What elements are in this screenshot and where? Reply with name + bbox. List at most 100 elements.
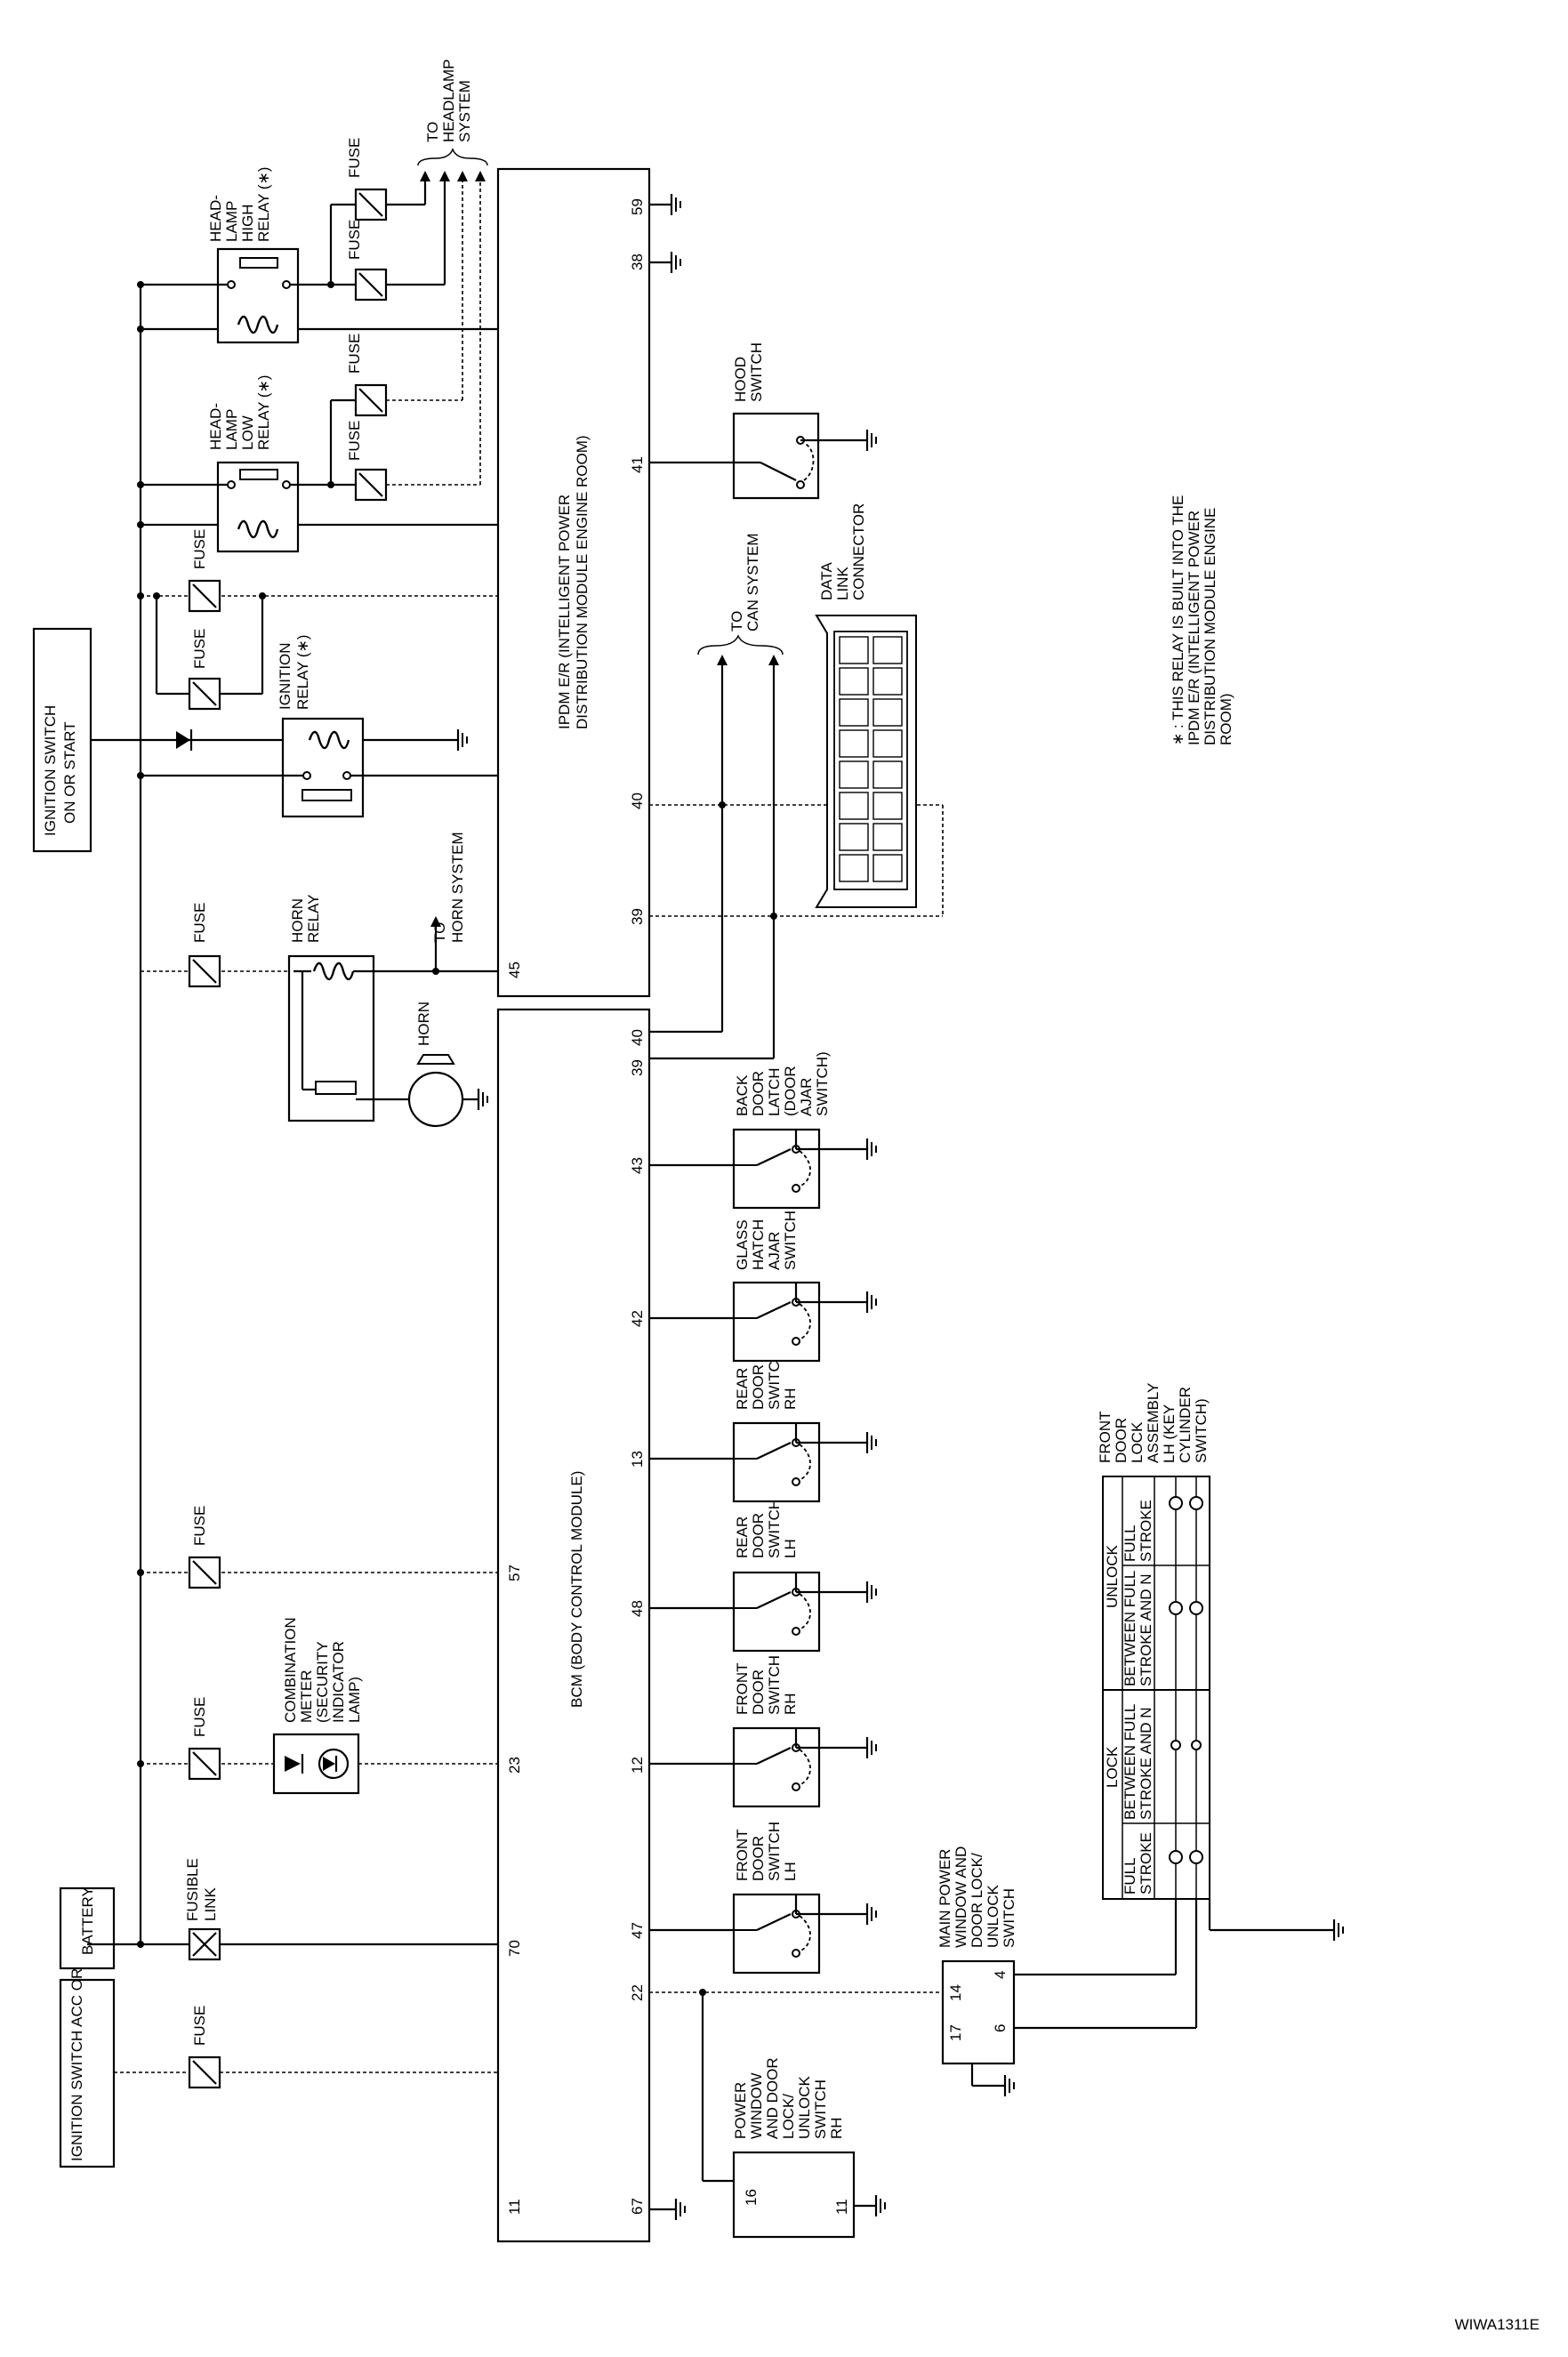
svg-text:LOCK/: LOCK/ xyxy=(780,2094,797,2139)
svg-text:SWITCH: SWITCH xyxy=(766,1350,783,1410)
svg-text:AJAR: AJAR xyxy=(798,1078,815,1116)
svg-text:SWITCH: SWITCH xyxy=(766,1822,783,1881)
svg-text:(SECURITY: (SECURITY xyxy=(314,1641,331,1723)
svg-text:WINDOW AND: WINDOW AND xyxy=(953,1846,969,1948)
svg-text:TO: TO xyxy=(431,922,448,943)
svg-text:BETWEEN FULL: BETWEEN FULL xyxy=(1122,1571,1138,1686)
fuse-pair: FUSE FUSE xyxy=(137,529,511,711)
rear-door-switch-rh: REAR DOOR SWITCH RH xyxy=(649,1350,878,1503)
svg-text:RELAY (∗): RELAY (∗) xyxy=(294,635,311,710)
svg-text:FUSE: FUSE xyxy=(346,220,363,260)
svg-text:22: 22 xyxy=(629,1984,646,2001)
svg-text:LINK: LINK xyxy=(834,567,851,600)
svg-text:REAR: REAR xyxy=(734,1368,751,1410)
ign-on-start-label-1: IGNITION SWITCH xyxy=(42,705,59,836)
svg-text:GLASS: GLASS xyxy=(734,1219,751,1270)
svg-text:DISTRIBUTION MODULE ENGINE: DISTRIBUTION MODULE ENGINE xyxy=(1202,508,1218,745)
dlc-pin-cell xyxy=(872,792,903,820)
svg-text:39: 39 xyxy=(629,908,646,925)
to-horn-system: TO HORN SYSTEM xyxy=(430,832,466,975)
svg-text:SWITCH): SWITCH) xyxy=(814,1051,831,1116)
fuse-combination-meter: FUSE xyxy=(137,1697,511,1781)
dlc-pin-cell xyxy=(839,667,869,696)
svg-text:TO: TO xyxy=(424,122,441,142)
svg-text:FUSE: FUSE xyxy=(346,421,363,461)
svg-text:RELAY: RELAY xyxy=(305,895,322,944)
svg-text:CYLINDER: CYLINDER xyxy=(1177,1387,1194,1463)
svg-text:LAMP: LAMP xyxy=(223,201,240,242)
svg-text:43: 43 xyxy=(629,1157,646,1174)
front-door-switch-lh: FRONT DOOR SWITCH LH xyxy=(649,1822,878,1975)
battery-label: BATTERY xyxy=(79,1886,96,1955)
front-door-lock-assembly-label: FRONT DOOR LOCK ASSEMBLY LH (KEY CYLINDE… xyxy=(1097,1383,1210,1463)
ipdm-er: IPDM E/R (INTELLIGENT POWER DISTRIBUTION… xyxy=(496,167,651,998)
svg-text:HOOD: HOOD xyxy=(732,357,749,402)
svg-text:DOOR: DOOR xyxy=(750,1669,767,1715)
svg-text:RH: RH xyxy=(782,1693,799,1715)
dlc-pin-cell xyxy=(839,636,869,664)
front-door-switch-rh: FRONT DOOR SWITCH RH xyxy=(649,1655,878,1808)
svg-text:HORN: HORN xyxy=(289,898,306,943)
ipdm-name-1: IPDM E/R (INTELLIGENT POWER xyxy=(556,495,573,729)
svg-text:CAN SYSTEM: CAN SYSTEM xyxy=(744,533,761,631)
headlamp-low-fuses: FUSE FUSE xyxy=(331,334,480,502)
svg-text:DOOR: DOOR xyxy=(750,1836,767,1881)
headlamp-high-relay: HEAD- LAMP HIGH RELAY (∗) xyxy=(137,167,334,344)
svg-text:42: 42 xyxy=(629,1310,646,1327)
power-window-switch-rh: 16 11 POWER WINDOW AND DOOR LOCK/ UNLOCK… xyxy=(732,2057,887,2239)
svg-text:11: 11 xyxy=(833,2199,850,2215)
svg-text:48: 48 xyxy=(629,1600,646,1617)
dlc-pins xyxy=(839,636,903,882)
svg-text:ROOM): ROOM) xyxy=(1218,693,1234,745)
svg-text:STROKE: STROKE xyxy=(1138,1832,1154,1894)
svg-text:DOOR: DOOR xyxy=(750,1364,767,1410)
ign-on-start-label-2: ON OR START xyxy=(61,721,78,824)
svg-text:SWITCH: SWITCH xyxy=(1001,1888,1017,1948)
svg-text:COMBINATION: COMBINATION xyxy=(282,1617,299,1723)
pin22-line xyxy=(649,1989,943,2183)
svg-text:SWITCH: SWITCH xyxy=(782,1211,799,1270)
svg-text:STROKE AND N: STROKE AND N xyxy=(1138,1707,1154,1820)
svg-text:39: 39 xyxy=(629,1059,646,1076)
glass-hatch-ajar-switch: GLASS HATCH AJAR SWITCH xyxy=(649,1211,878,1363)
svg-text:FRONT: FRONT xyxy=(734,1662,751,1715)
svg-text:SYSTEM: SYSTEM xyxy=(456,80,473,142)
svg-text:FUSE: FUSE xyxy=(191,903,208,943)
dlc-pin-cell xyxy=(872,729,903,758)
svg-text:DOOR: DOOR xyxy=(750,1071,767,1116)
svg-text:REAR: REAR xyxy=(734,1516,751,1558)
svg-text:INDICATOR: INDICATOR xyxy=(330,1641,347,1723)
svg-text:40: 40 xyxy=(629,792,646,809)
svg-text:LOCK: LOCK xyxy=(1104,1746,1121,1788)
can-bus: TO CAN SYSTEM xyxy=(649,533,944,1060)
svg-text:4: 4 xyxy=(992,1971,1009,1979)
fusible-link: FUSIBLE LINK xyxy=(141,1858,511,1961)
dlc-pin-cell xyxy=(839,823,869,851)
svg-text:40: 40 xyxy=(629,1029,646,1046)
svg-text:WINDOW: WINDOW xyxy=(748,2072,765,2139)
svg-text:FUSE: FUSE xyxy=(346,138,363,178)
svg-text:HEAD-: HEAD- xyxy=(207,403,224,450)
svg-text:SWITCH: SWITCH xyxy=(766,1499,783,1558)
combination-meter: COMBINATION METER (SECURITY INDICATOR LA… xyxy=(272,1617,363,1795)
svg-text:57: 57 xyxy=(506,1565,523,1581)
data-link-connector: DATA LINK CONNECTOR xyxy=(815,503,917,908)
svg-text:METER: METER xyxy=(298,1670,315,1724)
svg-text:UNLOCK: UNLOCK xyxy=(1104,1544,1121,1608)
svg-text:FUSE: FUSE xyxy=(346,334,363,374)
dlc-pin-cell xyxy=(872,667,903,696)
to-headlamp-system: TO HEADLAMP SYSTEM xyxy=(417,59,488,485)
svg-text:SWITCH: SWITCH xyxy=(812,2079,829,2139)
svg-text:DOOR LOCK/: DOOR LOCK/ xyxy=(969,1853,985,1948)
ipdm-grounds xyxy=(649,192,682,275)
svg-text:FUSE: FUSE xyxy=(191,529,208,569)
fuse-acc: FUSE xyxy=(114,2006,511,2089)
svg-text:59: 59 xyxy=(629,198,646,215)
ign-on-start-box: IGNITION SWITCH ON OR START xyxy=(32,627,92,853)
back-door-latch-switch: BACK DOOR LATCH (DOOR AJAR SWITCH) xyxy=(649,1051,878,1210)
svg-text:∗ : THIS RELAY IS BUILT INTO: ∗ : THIS RELAY IS BUILT INTO THE xyxy=(1170,495,1186,745)
svg-text:38: 38 xyxy=(629,253,646,270)
svg-text:IPDM E/R (INTELLIGENT POWER: IPDM E/R (INTELLIGENT POWER xyxy=(1186,511,1202,745)
svg-text:RELAY (∗): RELAY (∗) xyxy=(255,375,272,450)
